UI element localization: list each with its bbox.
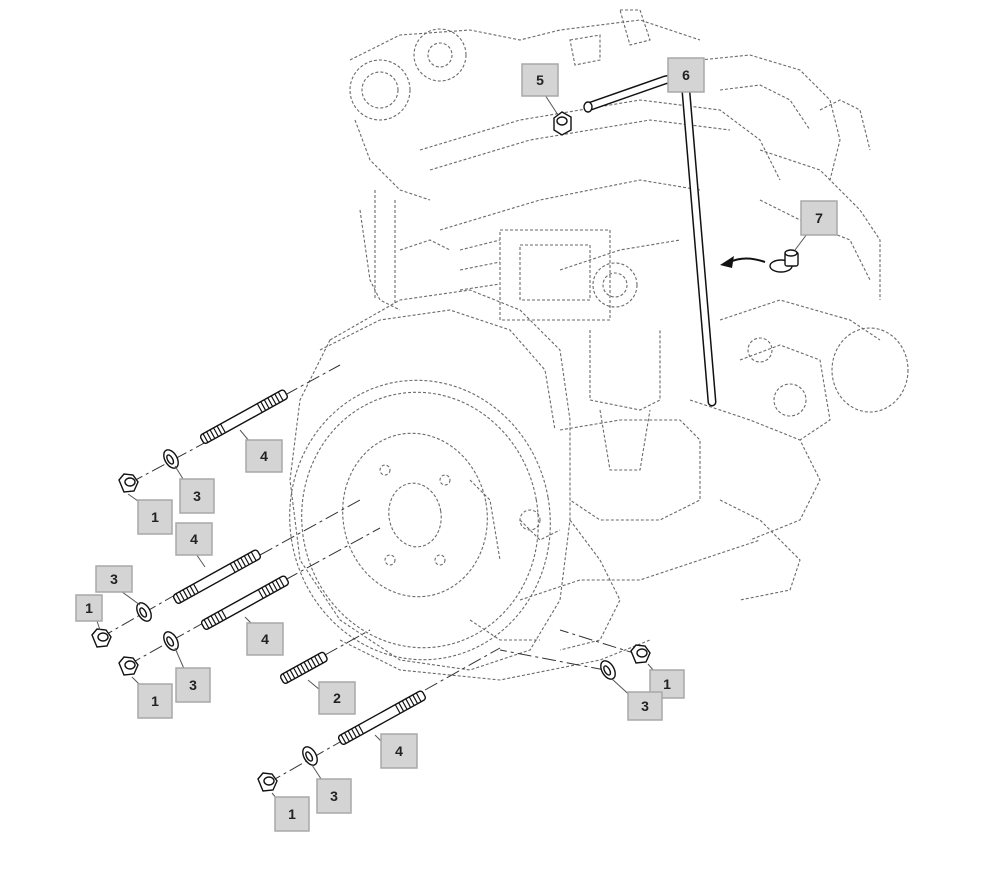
hex-nut — [91, 628, 112, 648]
callout-1: 1 — [274, 796, 310, 832]
callout-1-label: 1 — [85, 600, 93, 616]
callout-3-label: 3 — [193, 488, 201, 504]
callout-3: 3 — [95, 565, 133, 593]
callout-6: 6 — [667, 57, 705, 93]
callout-3-label: 3 — [330, 788, 338, 804]
washer — [163, 631, 179, 651]
callout-2-label: 2 — [333, 690, 341, 706]
callout-4-label: 4 — [395, 743, 403, 759]
long-stud — [337, 690, 427, 745]
hex-nut — [257, 772, 278, 792]
callout-4: 4 — [246, 622, 284, 656]
callout-3: 3 — [179, 478, 215, 514]
callout-5-label: 5 — [536, 72, 544, 88]
callout-1: 1 — [75, 594, 103, 622]
callout-4: 4 — [175, 522, 213, 556]
direction-arrow — [720, 256, 766, 268]
hex-nut — [630, 644, 651, 664]
callout-1-label: 1 — [663, 676, 671, 692]
callout-7: 7 — [800, 200, 838, 236]
callout-3-label: 3 — [110, 571, 118, 587]
callout-3-label: 3 — [641, 698, 649, 714]
washer — [136, 602, 152, 622]
hex-nut — [118, 473, 139, 493]
long-stud — [172, 549, 262, 604]
long-stud — [200, 575, 290, 630]
callout-5: 5 — [521, 63, 559, 97]
callout-7-label: 7 — [815, 210, 823, 226]
washer — [163, 449, 179, 469]
washer — [302, 746, 318, 766]
breather-hose — [583, 74, 717, 407]
washer — [600, 660, 616, 680]
callout-1-label: 1 — [151, 693, 159, 709]
callout-1: 1 — [137, 683, 173, 719]
callout-4: 4 — [245, 439, 283, 473]
callout-1-label: 1 — [288, 806, 296, 822]
long-stud — [199, 389, 289, 444]
callout-4-label: 4 — [261, 631, 269, 647]
callout-6-label: 6 — [682, 67, 690, 83]
callout-3: 3 — [316, 778, 352, 814]
callout-1: 1 — [137, 499, 173, 535]
callout-4: 4 — [380, 733, 418, 769]
callout-4-label: 4 — [260, 448, 268, 464]
hex-nut — [118, 656, 139, 676]
callout-3-label: 3 — [189, 677, 197, 693]
short-stud — [279, 651, 328, 684]
hose-clamp — [769, 249, 799, 273]
callout-2: 2 — [318, 681, 356, 715]
callout-3: 3 — [175, 667, 211, 703]
callout-1-label: 1 — [151, 509, 159, 525]
callout-3: 3 — [627, 691, 663, 721]
callout-4-label: 4 — [190, 531, 198, 547]
engine-phantom-outline — [289, 9, 909, 681]
hose-fitting — [553, 111, 572, 136]
